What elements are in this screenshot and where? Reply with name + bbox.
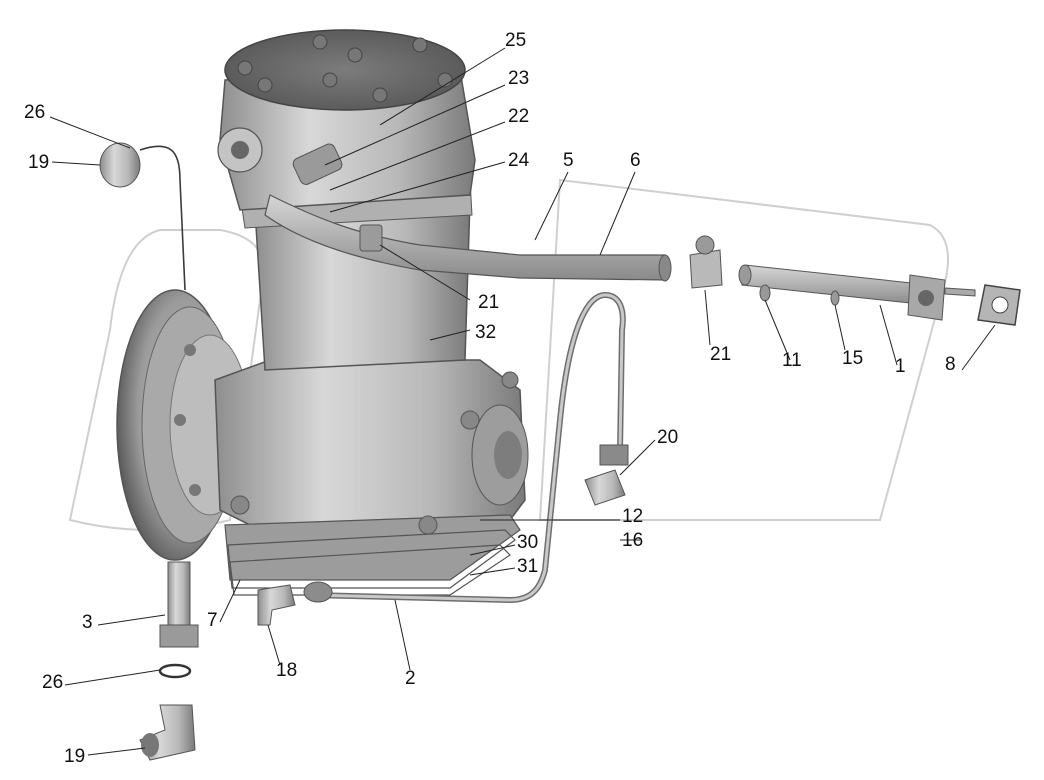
o-ring bbox=[158, 663, 192, 679]
label-8: 8 bbox=[945, 354, 956, 375]
label-21-top: 21 bbox=[478, 292, 499, 313]
label-23: 23 bbox=[508, 68, 529, 89]
label-32: 32 bbox=[475, 322, 496, 343]
label-2: 2 bbox=[405, 668, 416, 689]
label-22: 22 bbox=[508, 106, 529, 127]
pressure-pipe bbox=[303, 291, 629, 604]
drain-fitting bbox=[159, 561, 199, 648]
crankcase bbox=[214, 359, 529, 531]
label-18: 18 bbox=[276, 660, 297, 681]
label-21-right: 21 bbox=[710, 344, 731, 365]
leader-lines bbox=[49, 47, 996, 756]
upper-pipe bbox=[99, 142, 186, 291]
label-1: 1 bbox=[895, 356, 906, 377]
label-5: 5 bbox=[563, 150, 574, 171]
label-24: 24 bbox=[508, 150, 530, 171]
base-plates bbox=[224, 514, 521, 596]
callout-labels: 25 23 22 24 5 6 21 32 21 11 15 1 8 20 12… bbox=[24, 30, 956, 767]
label-19-top: 19 bbox=[28, 152, 49, 173]
label-31: 31 bbox=[517, 556, 538, 577]
label-3: 3 bbox=[82, 612, 93, 633]
label-12: 12 bbox=[622, 506, 643, 527]
gasket bbox=[977, 284, 1021, 326]
cylinder-head bbox=[217, 29, 476, 211]
label-11: 11 bbox=[782, 350, 802, 371]
label-15: 15 bbox=[842, 348, 863, 369]
elbow-fitting bbox=[257, 584, 296, 626]
outlet-pipe bbox=[738, 264, 976, 321]
label-7: 7 bbox=[207, 610, 218, 631]
label-19-bottom: 19 bbox=[64, 746, 85, 767]
inlet-hose bbox=[264, 194, 672, 282]
label-16: 16 bbox=[622, 530, 643, 551]
label-26-bottom: 26 bbox=[42, 672, 63, 693]
label-26-top: 26 bbox=[24, 102, 45, 123]
label-6: 6 bbox=[630, 150, 641, 171]
label-25: 25 bbox=[505, 30, 526, 51]
lower-elbow bbox=[139, 704, 196, 761]
clamp bbox=[689, 235, 723, 289]
label-30: 30 bbox=[517, 532, 538, 553]
label-20: 20 bbox=[657, 427, 678, 448]
